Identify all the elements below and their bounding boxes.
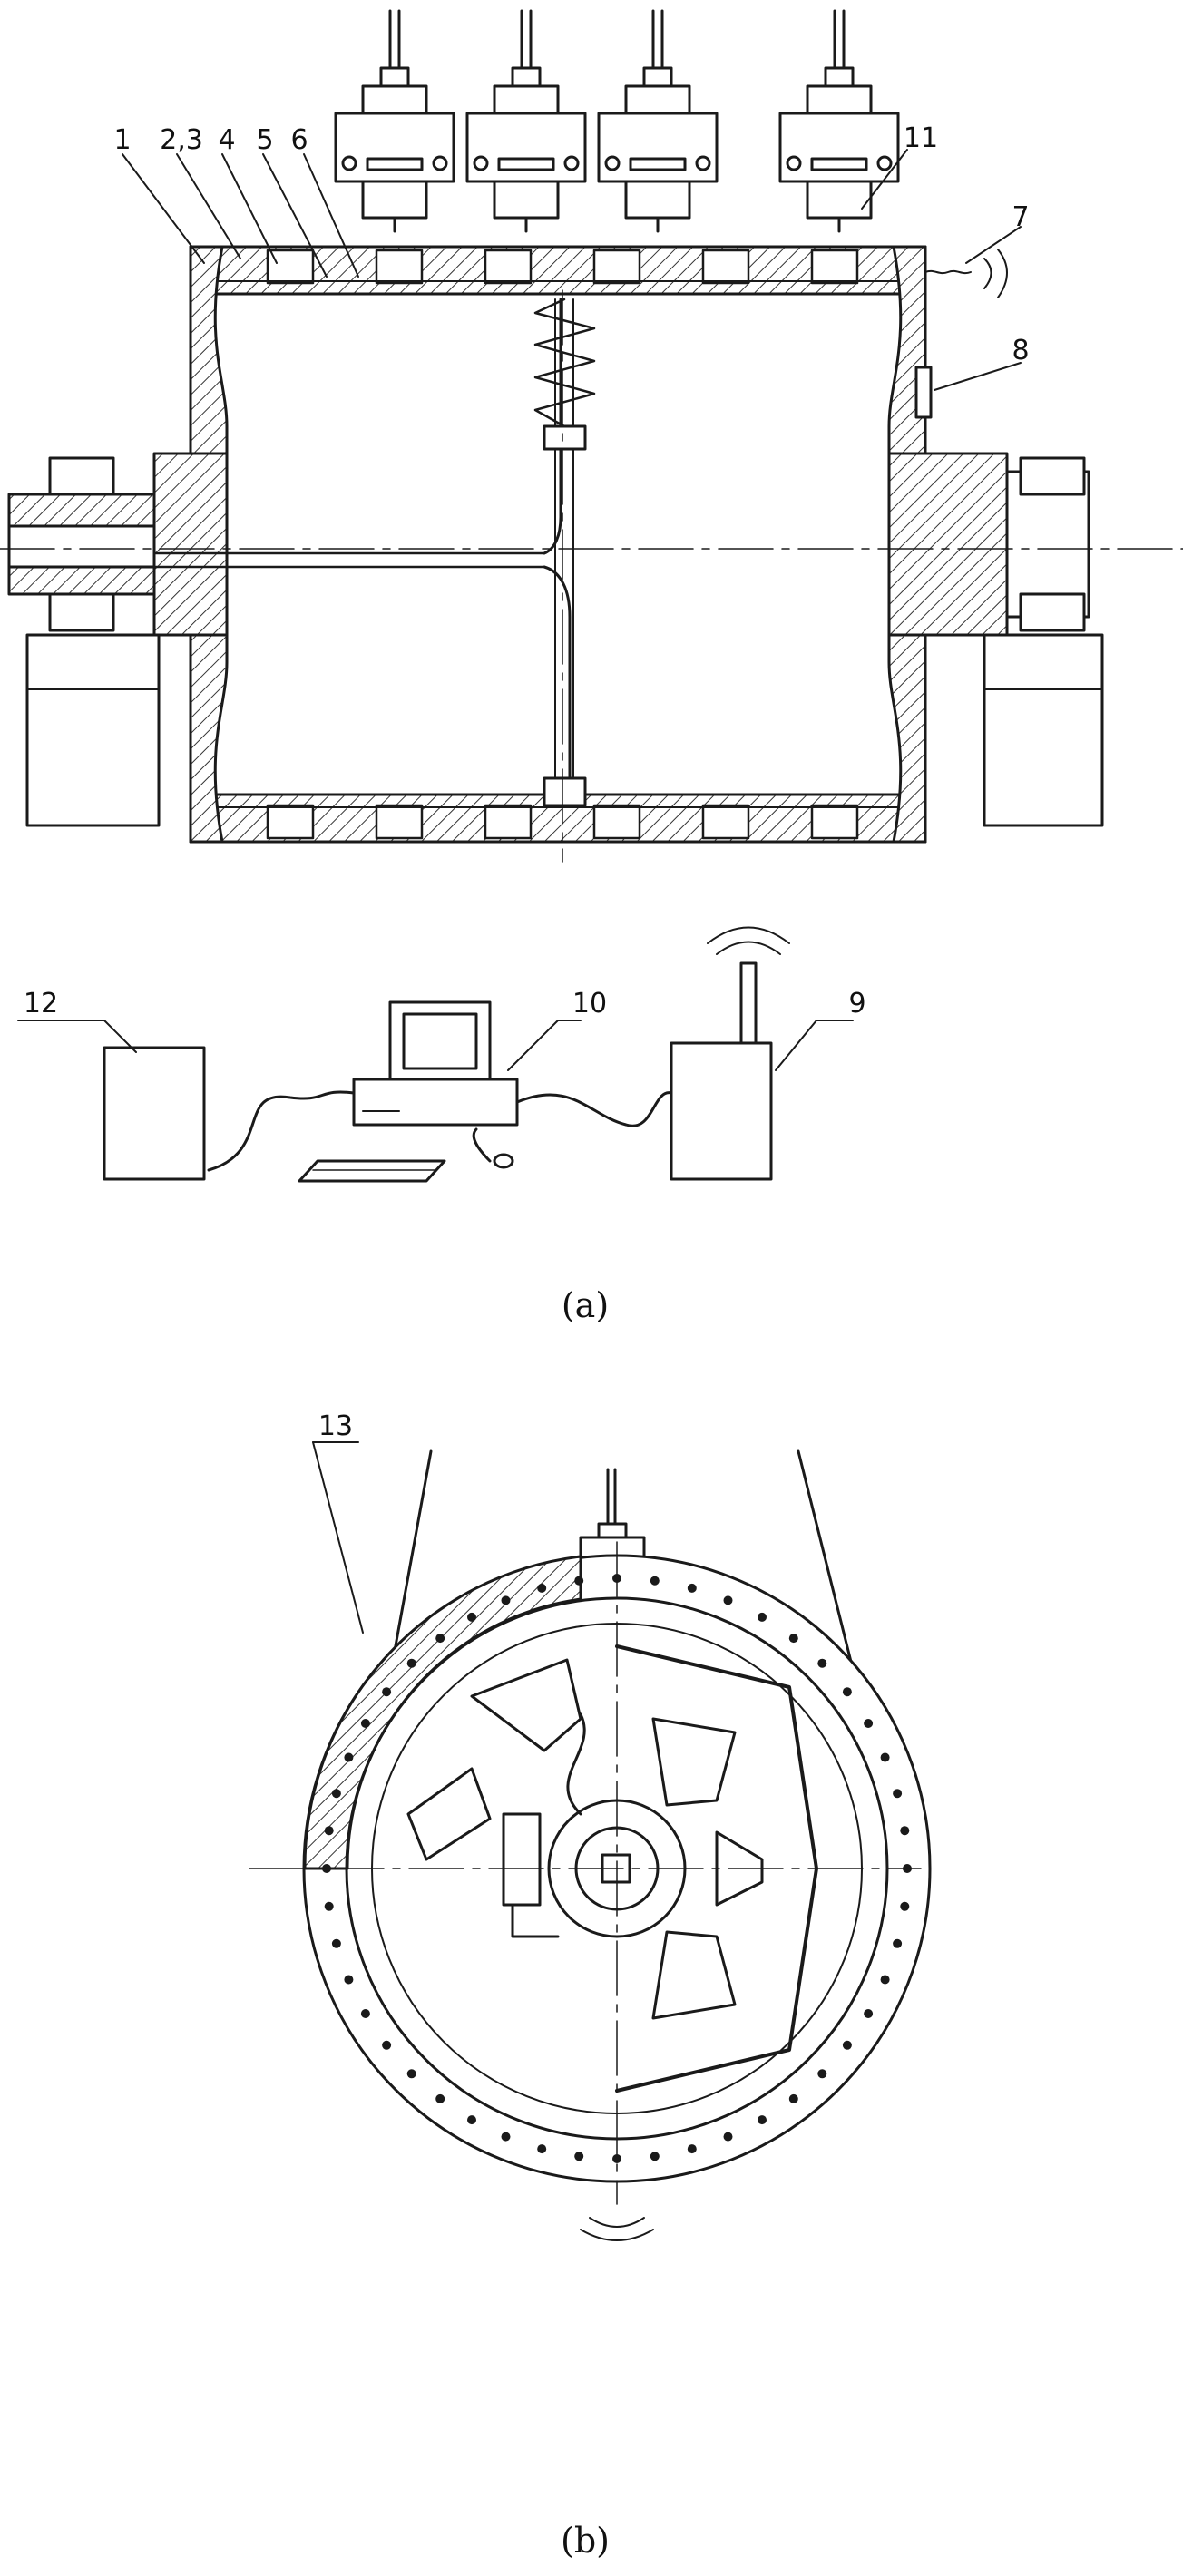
bolt-hole <box>612 2154 621 2163</box>
callout-23: 2,3 <box>160 127 203 154</box>
bolt-hole <box>900 1826 909 1835</box>
bolt-hole <box>361 1719 370 1728</box>
callout-7: 7 <box>1012 204 1029 231</box>
sensor-1 <box>336 11 454 231</box>
bolt-hole <box>325 1826 334 1835</box>
bolt-hole <box>537 1584 546 1593</box>
sensor-4 <box>780 11 898 231</box>
bolt-hole <box>502 1595 511 1605</box>
bolt-hole <box>407 2069 416 2078</box>
bolt-hole <box>344 1753 353 1762</box>
bolt-hole <box>382 2041 391 2050</box>
left-end-plate <box>9 247 227 842</box>
bolt-hole <box>332 1789 341 1798</box>
bolt-hole <box>758 2115 767 2124</box>
caption-b: (b) <box>561 2523 610 2558</box>
bolt-hole <box>881 1753 890 1762</box>
bolt-hole <box>893 1789 902 1798</box>
sensor-3 <box>599 11 717 231</box>
drum-shell <box>191 247 925 842</box>
computer-10 <box>209 1002 671 1181</box>
bolt-hole <box>537 2144 546 2153</box>
bolt-hole <box>758 1613 767 1622</box>
bolt-hole <box>361 2009 370 2018</box>
bolt-hole <box>900 1902 909 1911</box>
bolt-hole <box>650 2152 660 2161</box>
bolt-hole <box>344 1976 353 1985</box>
caption-a: (a) <box>562 1288 609 1322</box>
callout-11: 11 <box>904 125 938 152</box>
bolt-hole <box>724 2132 733 2142</box>
bolt-hole <box>574 1576 583 1586</box>
pulley-end-view <box>249 1542 930 2240</box>
callout-1: 1 <box>113 127 131 154</box>
bolt-hole <box>467 1613 476 1622</box>
bolt-hole <box>893 1939 902 1948</box>
callout-6: 6 <box>290 127 308 154</box>
bolt-hole <box>864 2009 873 2018</box>
bolt-hole <box>435 2094 445 2103</box>
bolt-hole <box>688 2144 697 2153</box>
right-end-plate <box>889 247 1102 842</box>
bolt-hole <box>612 1574 621 1583</box>
bolt-hole <box>382 1687 391 1696</box>
bolt-hole <box>435 1634 445 1643</box>
bolt-hole <box>881 1976 890 1985</box>
bolt-hole <box>502 2132 511 2142</box>
sensor-2 <box>467 11 585 231</box>
callout-9: 9 <box>848 990 865 1018</box>
bolt-hole <box>322 1864 331 1873</box>
callout-13: 13 <box>318 1413 353 1440</box>
bolt-hole <box>325 1902 334 1911</box>
callout-8: 8 <box>1012 337 1029 365</box>
bolt-hole <box>843 2041 852 2050</box>
callout-4: 4 <box>218 127 235 154</box>
bolt-hole <box>903 1864 912 1873</box>
bolt-hole <box>650 1576 660 1586</box>
inner-mechanism <box>154 249 1007 805</box>
bolt-hole <box>467 2115 476 2124</box>
bolt-hole <box>574 2152 583 2161</box>
bolt-hole <box>817 2069 826 2078</box>
sensor-array <box>336 11 898 231</box>
monitor-host-12 <box>18 1020 204 1179</box>
receiver-9 <box>671 928 853 1180</box>
bolt-hole <box>789 1634 798 1643</box>
bolt-hole <box>843 1687 852 1696</box>
callout-10: 10 <box>572 990 607 1018</box>
bolt-hole <box>332 1939 341 1948</box>
callout-5: 5 <box>256 127 273 154</box>
bolt-hole <box>407 1659 416 1668</box>
callout-12: 12 <box>24 990 58 1018</box>
bolt-hole <box>864 1719 873 1728</box>
bolt-hole <box>688 1584 697 1593</box>
bolt-hole <box>789 2094 798 2103</box>
bolt-hole <box>724 1595 733 1605</box>
bolt-hole <box>817 1659 826 1668</box>
